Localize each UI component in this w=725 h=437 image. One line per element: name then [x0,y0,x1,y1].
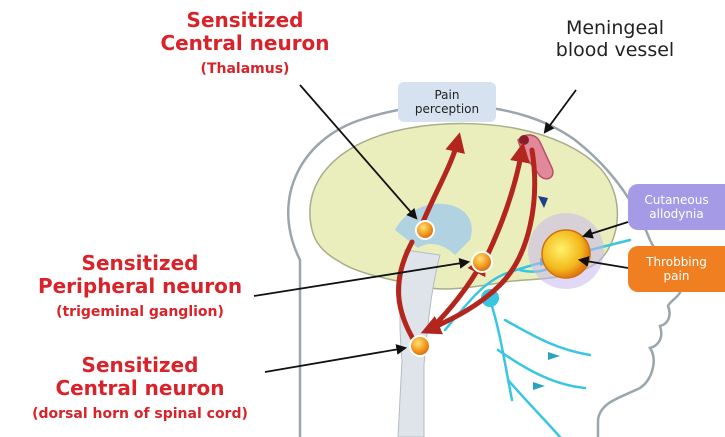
peripheral-neuron-label: Sensitized Peripheral neuron (trigeminal… [20,252,260,320]
pain-perception-line1: Pain [415,88,479,102]
throbbing-line1: Throbbing [646,255,707,269]
spinal-neuron [410,336,430,356]
allodynia-line1: Cutaneous [644,193,708,207]
peripheral-label-line2: Peripheral neuron [20,275,260,298]
nerve-arrowhead [533,382,545,390]
thalamus-neuron [416,221,434,239]
peripheral-label-line1: Sensitized [20,252,260,275]
nerve-arrowhead [548,352,560,360]
vessel-label-line1: Meningeal [520,18,710,40]
meningeal-vessel-label: Meningeal blood vessel [520,18,710,62]
thalamus-label-line1: Sensitized [150,9,340,32]
cutaneous-allodynia-box: Cutaneous allodynia [628,184,725,230]
pain-perception-box: Pain perception [398,82,496,122]
peripheral-subtitle: (trigeminal ganglion) [20,304,260,320]
pain-perception-line2: perception [415,102,479,116]
thalamus-label-line2: Central neuron [150,32,340,55]
throbbing-line2: pain [646,269,707,283]
spinal-subtitle: (dorsal horn of spinal cord) [5,406,275,422]
spinal-label-line2: Central neuron [5,377,275,400]
throbbing-pain-box: Throbbing pain [628,246,725,292]
vessel-opening [519,135,529,145]
throbbing-spot [542,230,590,278]
vessel-label-line2: blood vessel [520,40,710,62]
spinal-neuron-label: Sensitized Central neuron (dorsal horn o… [5,354,275,422]
allodynia-line2: allodynia [644,207,708,221]
thalamus-subtitle: (Thalamus) [150,61,340,77]
thalamus-neuron-label: Sensitized Central neuron (Thalamus) [150,9,340,77]
ganglion-neuron [472,252,492,272]
spinal-label-line1: Sensitized [5,354,275,377]
